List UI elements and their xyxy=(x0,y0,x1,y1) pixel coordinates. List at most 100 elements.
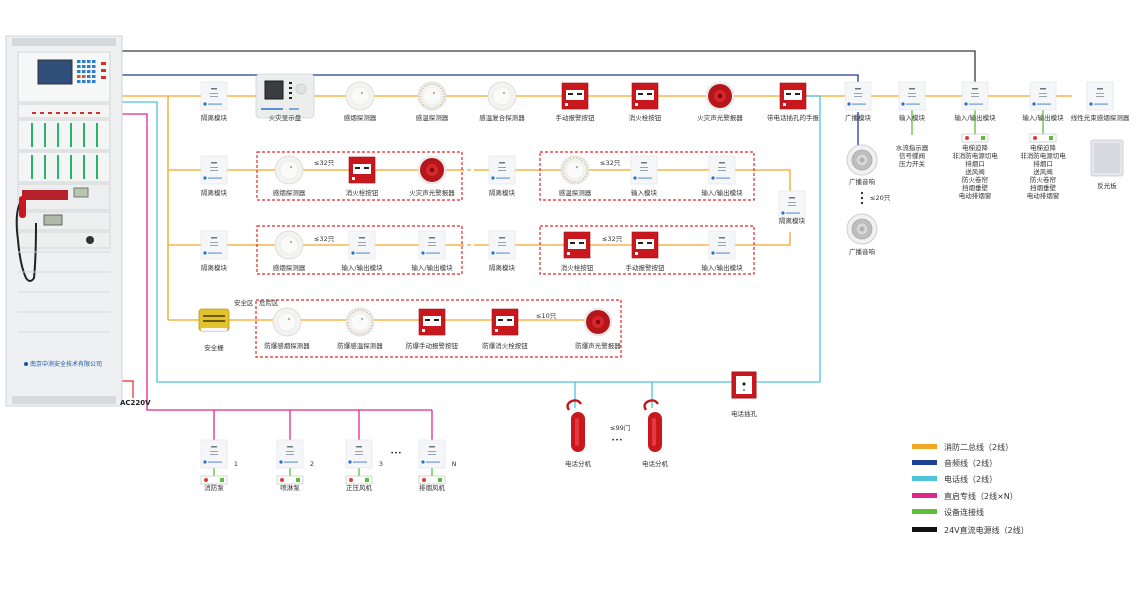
module-mark xyxy=(718,167,726,168)
switch-led xyxy=(88,112,92,114)
terminal-led-red xyxy=(422,478,426,482)
row4-button-icon xyxy=(418,308,446,336)
legend-label-phone: 电话线（2线） xyxy=(944,474,997,484)
panel-key xyxy=(77,65,81,68)
brand-strip xyxy=(496,177,510,179)
brand-strip xyxy=(638,177,652,179)
phone-panel-lcd xyxy=(73,187,89,198)
brand-strip xyxy=(426,252,440,254)
panel-indicator xyxy=(101,69,106,72)
brand-strip xyxy=(1037,103,1051,105)
legend-label-power24v: 24V直流电源线（2线） xyxy=(944,525,1029,535)
button-led xyxy=(352,177,355,180)
row1-module-icon xyxy=(1029,81,1057,111)
brand-strip xyxy=(716,177,730,179)
row3-group2-button-icon xyxy=(631,231,659,259)
row4-device-label: 防爆声光警报器 xyxy=(575,341,621,350)
row3-isolator-module-icon xyxy=(200,230,228,260)
row2-device-label: 感温探测器 xyxy=(559,188,592,197)
phone-jack-label: 电话插孔 xyxy=(731,409,758,418)
row1-device-label: 线性光束感烟探测器 xyxy=(1071,113,1130,122)
legend-swatch-device xyxy=(912,509,937,514)
row4-alarm-icon xyxy=(583,307,613,337)
row4-button-icon xyxy=(491,308,519,336)
phone-cord xyxy=(566,399,583,411)
terminal-led-green xyxy=(981,136,985,140)
detector-center xyxy=(492,86,512,106)
direct-number: 1 xyxy=(234,460,238,468)
brand-strip xyxy=(284,461,298,463)
ac-power-label: AC220V xyxy=(120,399,151,407)
row3-device-label: 输入/输出模块 xyxy=(341,263,383,272)
button-glyph xyxy=(570,242,575,244)
logo-icon xyxy=(491,176,495,180)
row2-group2-limit: ≤32只 xyxy=(600,159,621,167)
row1-smoke-detector-icon xyxy=(487,81,517,111)
row1-device-label: 火灾声光警报器 xyxy=(697,113,743,122)
broadcast-speaker-icon xyxy=(846,213,878,245)
panel-key xyxy=(82,60,86,63)
switch-led xyxy=(48,112,52,114)
phone-panel-red xyxy=(22,190,68,200)
reflector-icon xyxy=(1090,139,1124,177)
panel-key xyxy=(77,70,81,73)
module-mark xyxy=(908,93,916,94)
terminal-led-red xyxy=(280,478,284,482)
switch-led xyxy=(32,112,36,114)
module-mark xyxy=(358,242,366,243)
row2-group1-box xyxy=(256,151,463,201)
phone-extension-icon xyxy=(643,399,662,452)
legend: 消防二总线（2线）音频线（2线）电话线（2线）直启专线（2线×N）设备连接线24… xyxy=(912,442,1029,535)
row4-limit: ≤10只 xyxy=(536,312,557,320)
broadcast-lcd xyxy=(43,214,63,226)
button-window xyxy=(496,316,514,326)
row4-detector-heat-icon xyxy=(345,307,375,337)
switch-led xyxy=(56,112,60,114)
button-glyph xyxy=(638,93,643,95)
control-led-column xyxy=(96,123,98,147)
module-mark xyxy=(788,202,796,203)
module-mark xyxy=(286,451,294,452)
button-window xyxy=(353,164,371,174)
legend-swatch-phone xyxy=(912,476,937,481)
switch-led xyxy=(40,112,44,114)
module-mark xyxy=(359,237,365,239)
brand-strip xyxy=(716,252,730,254)
direct-device-label: 正压风机 xyxy=(346,483,373,492)
panel-key xyxy=(87,65,91,68)
module-mark xyxy=(210,245,218,246)
switch-panel xyxy=(17,103,111,119)
row3-group1-detector-icon xyxy=(274,230,304,260)
terminal-body xyxy=(276,475,304,485)
row3-group1-module-icon xyxy=(418,230,446,260)
control-led-column xyxy=(96,155,98,179)
cabinet-vent-top xyxy=(12,38,116,46)
button-led xyxy=(635,103,638,106)
terminal-led-green xyxy=(1049,136,1053,140)
cabinet-vent-bottom xyxy=(12,396,116,404)
row1-device-label: 感温探测器 xyxy=(416,113,449,122)
module-mark xyxy=(210,96,218,97)
button-glyph xyxy=(498,319,503,321)
panel-lcd xyxy=(37,59,73,85)
row3-group2-module-icon xyxy=(708,230,736,260)
row1-device-label: 输入/输出模块 xyxy=(1022,113,1064,122)
brand-strip xyxy=(208,177,222,179)
direct-device-label: 排烟风机 xyxy=(419,483,446,492)
row1-device-label: 输入/输出模块 xyxy=(954,113,996,122)
phone-extension-label: 电话分机 xyxy=(565,459,592,468)
logo-icon xyxy=(279,460,283,464)
module-mark xyxy=(499,237,505,239)
switch-led xyxy=(96,112,100,114)
row3-group1-box xyxy=(256,225,463,275)
panel-key xyxy=(77,75,81,78)
wire-ac220v xyxy=(122,380,134,398)
logo-icon xyxy=(203,102,207,106)
row3-group2-limit: ≤32只 xyxy=(602,235,623,243)
io-note: 排烟口 xyxy=(1033,159,1053,168)
ellipsis-dot xyxy=(860,196,864,200)
io-note: 电梯迫降 xyxy=(1030,143,1057,152)
row2-end-label: 隔离模块 xyxy=(779,216,806,225)
panel-key xyxy=(77,80,81,83)
brand-strip xyxy=(261,108,283,110)
